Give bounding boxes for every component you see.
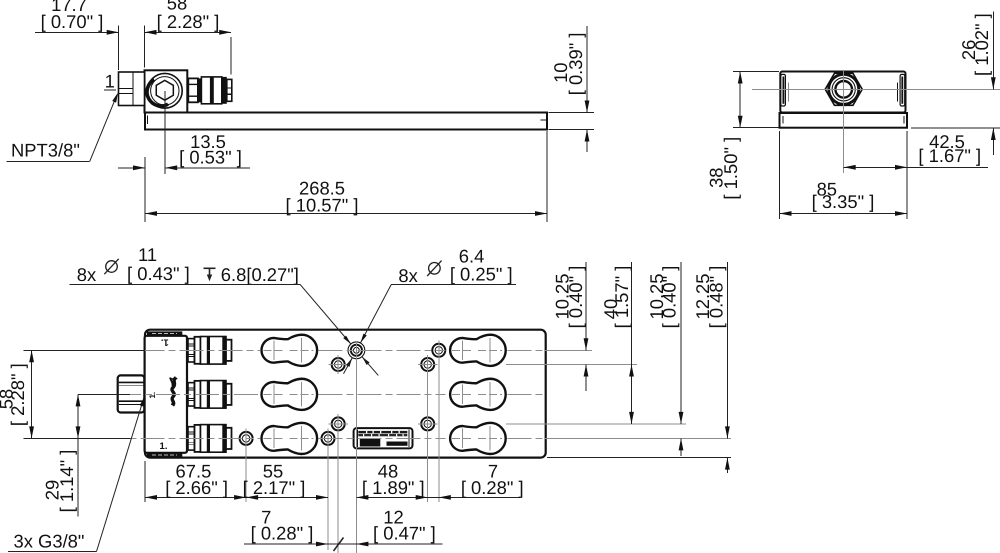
svg-text:6.8[0.27"]: 6.8[0.27"] bbox=[221, 264, 299, 285]
svg-text:58: 58 bbox=[0, 389, 17, 409]
svg-text:12: 12 bbox=[383, 507, 403, 528]
svg-text:[ 0.28" ]: [ 0.28" ] bbox=[461, 477, 524, 498]
svg-text:42.5: 42.5 bbox=[929, 131, 965, 152]
svg-text:[ 2.66" ]: [ 2.66" ] bbox=[165, 477, 228, 498]
svg-text:[ 0.43" ]: [ 0.43" ] bbox=[127, 263, 190, 284]
svg-text:1: 1 bbox=[105, 71, 115, 92]
svg-text:[ 0.39" ]: [ 0.39" ] bbox=[565, 33, 586, 96]
svg-text:17.7: 17.7 bbox=[51, 0, 87, 15]
svg-text:38: 38 bbox=[706, 167, 727, 187]
svg-text:[ 0.25" ]: [ 0.25" ] bbox=[450, 263, 513, 284]
svg-text:[ 0.48" ]: [ 0.48" ] bbox=[705, 266, 726, 329]
svg-text:11: 11 bbox=[138, 244, 157, 265]
svg-text:48: 48 bbox=[378, 461, 398, 482]
svg-text:55: 55 bbox=[263, 461, 283, 482]
svg-text:6.4: 6.4 bbox=[459, 245, 485, 266]
svg-text:[ 2.28" ]: [ 2.28" ] bbox=[7, 363, 28, 426]
svg-text:85: 85 bbox=[817, 179, 837, 200]
svg-text:8x: 8x bbox=[77, 264, 96, 285]
svg-text:40: 40 bbox=[600, 299, 621, 319]
svg-text:[ 0.70" ]: [ 0.70" ] bbox=[41, 11, 104, 32]
svg-text:29: 29 bbox=[41, 480, 62, 500]
svg-text:NPT3/8": NPT3/8" bbox=[11, 139, 80, 160]
svg-text:[ 10.57" ]: [ 10.57" ] bbox=[286, 195, 359, 216]
svg-text:[ 0.53" ]: [ 0.53" ] bbox=[179, 147, 242, 168]
svg-text:10.25: 10.25 bbox=[646, 273, 667, 319]
svg-text:[ 3.35" ]: [ 3.35" ] bbox=[812, 191, 875, 212]
svg-text:7: 7 bbox=[488, 461, 498, 482]
svg-text:10: 10 bbox=[550, 62, 571, 82]
svg-text:[ 1.50" ]: [ 1.50" ] bbox=[720, 137, 741, 200]
svg-text:[ 1.67" ]: [ 1.67" ] bbox=[918, 145, 981, 166]
svg-text:3x G3/8": 3x G3/8" bbox=[14, 531, 85, 552]
svg-text:[ 1.14" ]: [ 1.14" ] bbox=[56, 450, 77, 513]
svg-text:10.25: 10.25 bbox=[551, 273, 572, 319]
svg-text:58: 58 bbox=[167, 0, 187, 14]
svg-text:[ 1.89" ]: [ 1.89" ] bbox=[362, 477, 425, 498]
svg-text:[ 0.40" ]: [ 0.40" ] bbox=[565, 266, 586, 329]
svg-text:1.: 1. bbox=[160, 441, 168, 452]
svg-text:[ 1.57" ]: [ 1.57" ] bbox=[611, 266, 632, 329]
svg-text:268.5: 268.5 bbox=[299, 178, 345, 199]
svg-text:26: 26 bbox=[958, 40, 979, 60]
svg-text:[ 2.28" ]: [ 2.28" ] bbox=[157, 11, 220, 32]
svg-text:8x: 8x bbox=[398, 265, 417, 286]
svg-text:1.: 1. bbox=[161, 336, 169, 347]
svg-text:7: 7 bbox=[261, 507, 271, 528]
svg-text:[ 1.02" ]: [ 1.02" ] bbox=[971, 13, 992, 76]
svg-text:12.25: 12.25 bbox=[692, 273, 713, 319]
svg-text:[ 2.17" ]: [ 2.17" ] bbox=[243, 477, 306, 498]
svg-text:[ 0.47" ]: [ 0.47" ] bbox=[373, 523, 436, 544]
svg-text:[ 0.28" ]: [ 0.28" ] bbox=[251, 523, 314, 544]
svg-text:1.: 1. bbox=[148, 392, 157, 399]
svg-text:[ 0.40" ]: [ 0.40" ] bbox=[659, 266, 680, 329]
svg-text:13.5: 13.5 bbox=[190, 131, 226, 152]
svg-text:67.5: 67.5 bbox=[176, 461, 212, 482]
